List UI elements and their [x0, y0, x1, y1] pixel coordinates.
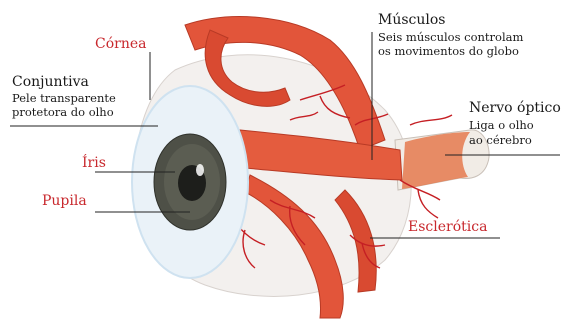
label-nervo-title: Nervo óptico — [469, 100, 561, 116]
label-nervo-desc-2: ao cérebro — [469, 134, 532, 148]
label-cornea: Córnea — [95, 36, 146, 52]
label-conjuntiva-title: Conjuntiva — [12, 74, 89, 90]
label-pupila: Pupila — [42, 193, 87, 209]
optic-nerve-sheath — [402, 132, 470, 189]
label-iris: Íris — [82, 155, 106, 171]
label-nervo-desc-1: Liga o olho — [469, 119, 534, 133]
label-esclerotica: Esclerótica — [408, 219, 487, 235]
pupil-highlight — [196, 164, 204, 176]
label-conjuntiva-desc-1: Pele transparente — [12, 92, 116, 106]
label-musculos-desc-1: Seis músculos controlam — [378, 31, 523, 45]
label-musculos-title: Músculos — [378, 12, 445, 28]
label-musculos-desc-2: os movimentos do globo — [378, 45, 519, 59]
label-conjuntiva-desc-2: protetora do olho — [12, 106, 114, 120]
